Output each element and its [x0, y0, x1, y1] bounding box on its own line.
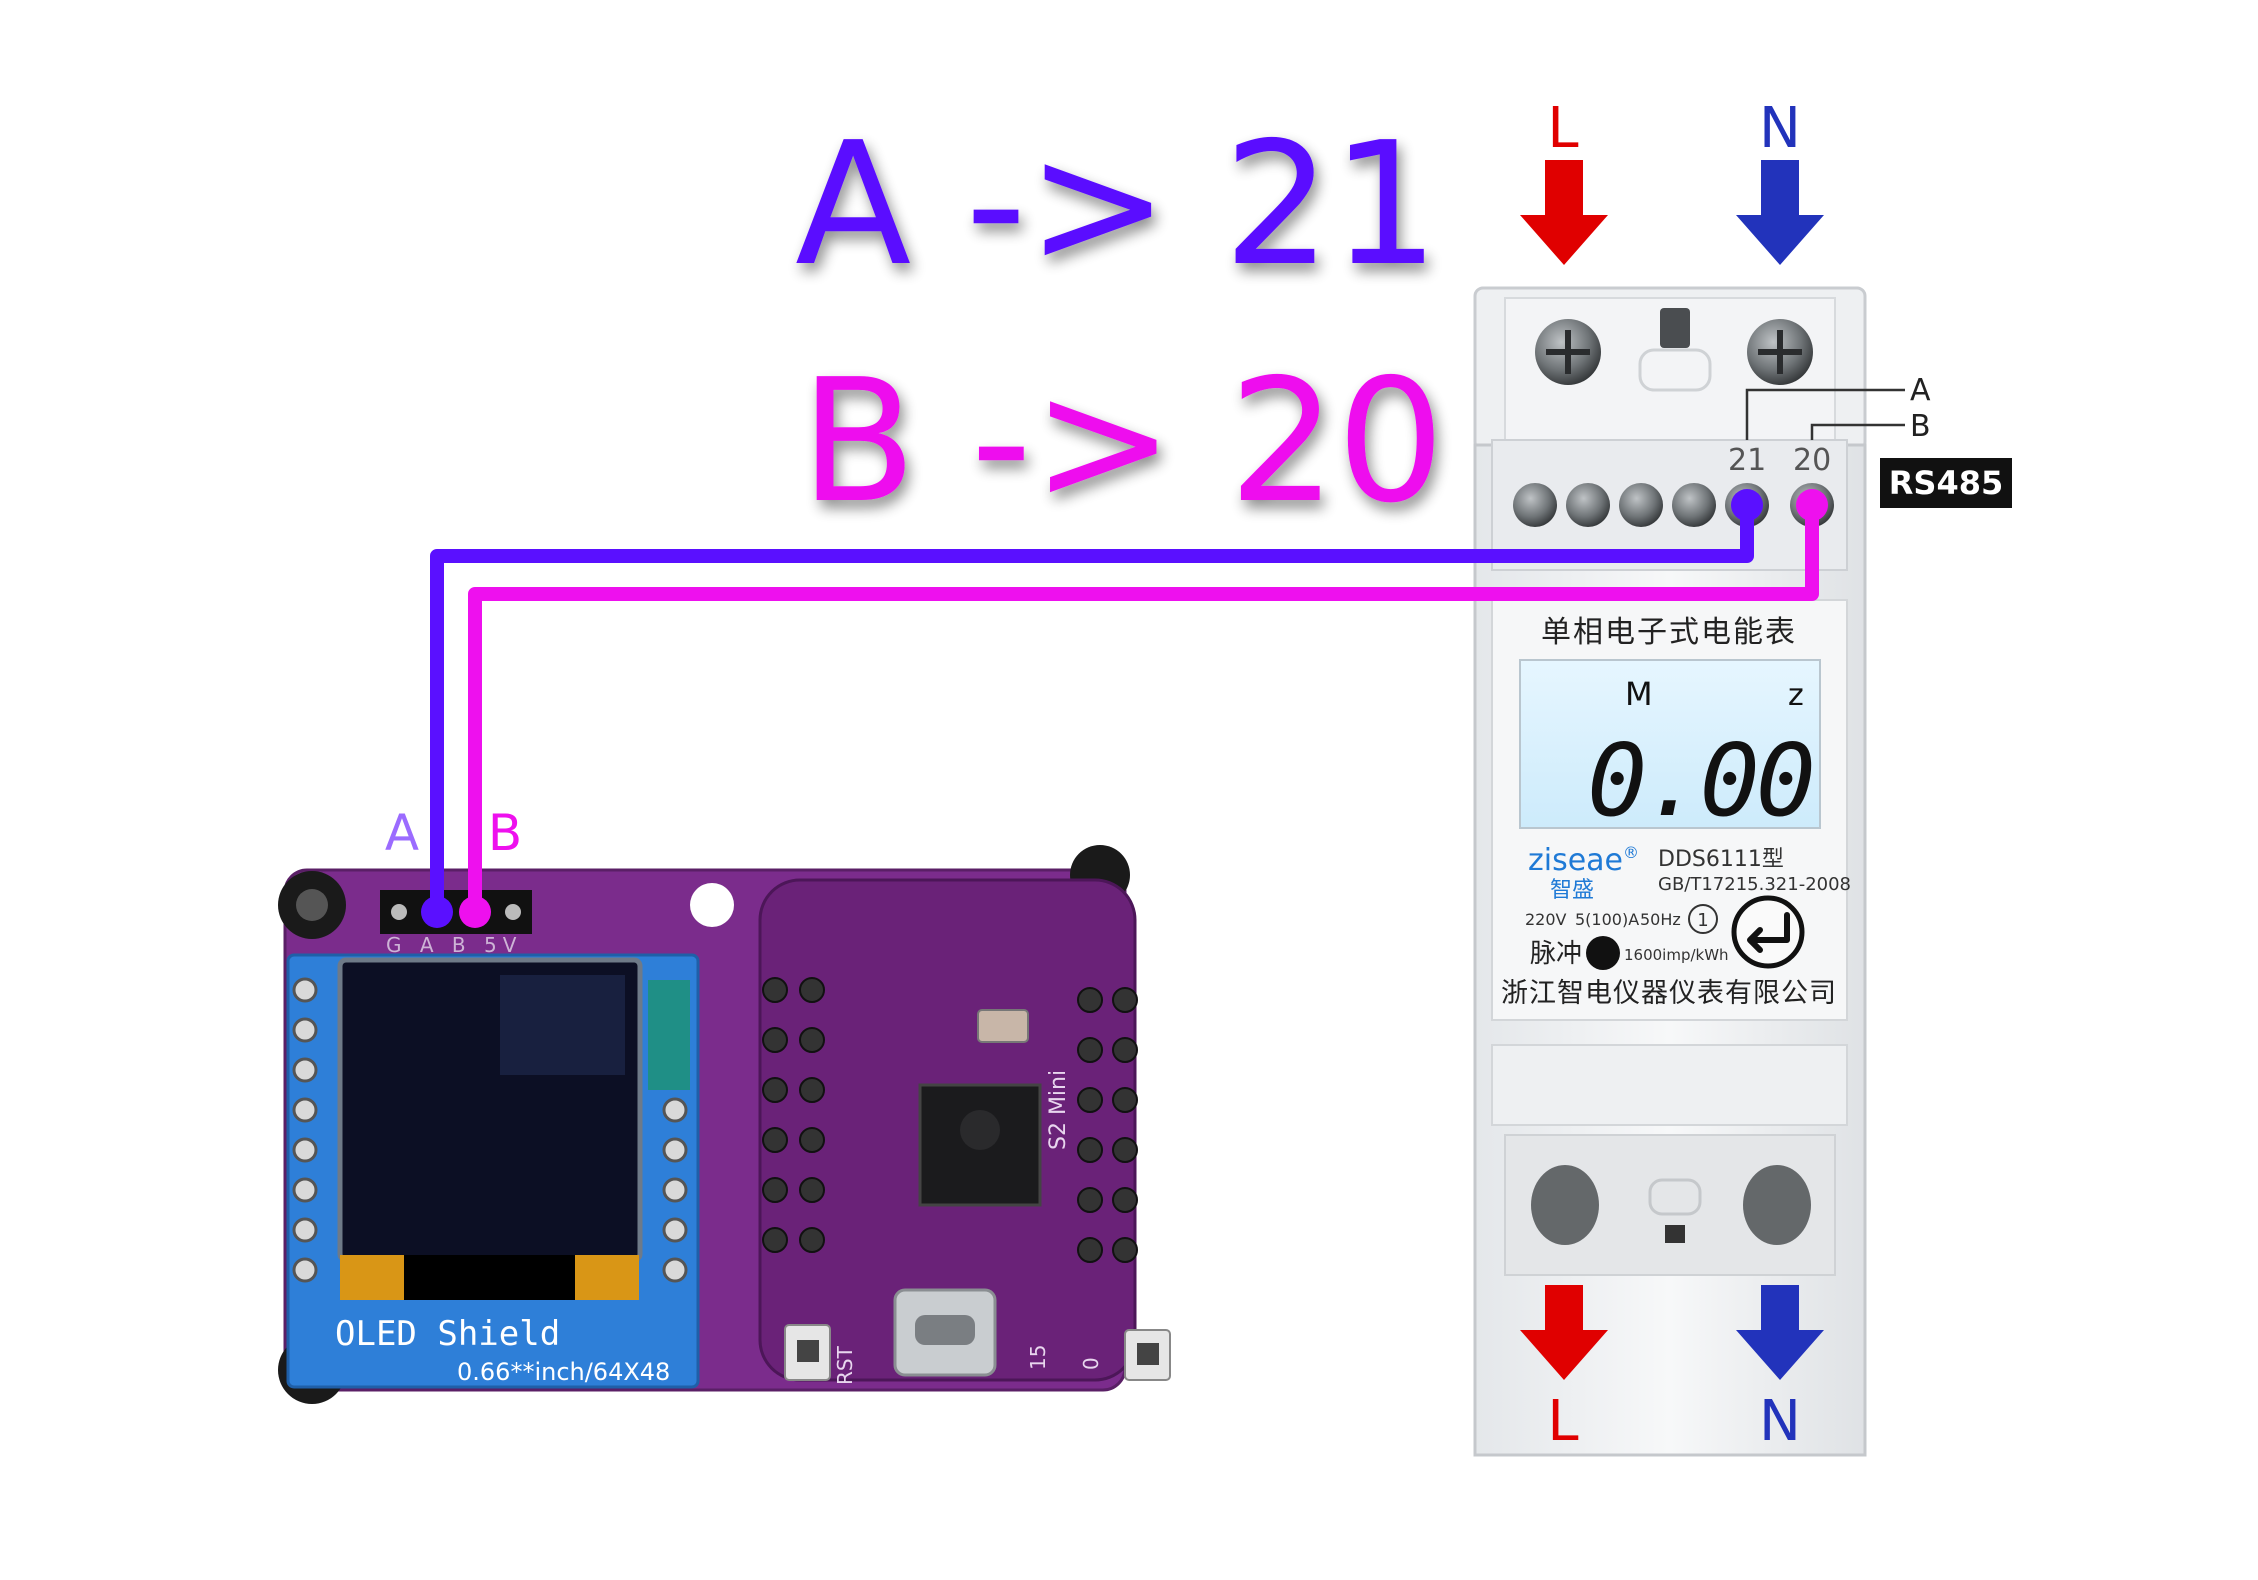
s2-mini-label: S2 Mini: [1046, 1070, 1071, 1150]
s2-pins-left: [762, 977, 825, 1253]
oled-spec: 0.66**inch/64X48: [457, 1358, 670, 1386]
pulse-label: 脉冲: [1530, 939, 1582, 969]
terminal-21-label: 21: [1728, 443, 1766, 478]
lcd-indicator-m: M: [1625, 675, 1653, 713]
bottom-right-terminal: [1743, 1165, 1811, 1245]
rating-frequency: 50Hz: [1640, 910, 1681, 929]
lcd-reading: 0.00: [1587, 722, 1812, 839]
bottom-l-arrow: [1520, 1285, 1608, 1380]
top-seal-slot: [1660, 308, 1690, 348]
pin-labels: G A B 5V: [386, 933, 522, 957]
rs485-badge-text: RS485: [1889, 464, 2003, 502]
oled-side-pins-right: [662, 1097, 688, 1283]
terminal-screw-2: [1566, 483, 1610, 527]
pin-0-label: 0: [1079, 1357, 1103, 1370]
crystal: [977, 1009, 1029, 1043]
terminal-screw-4: [1672, 483, 1716, 527]
rs485-badge: [1880, 458, 2012, 508]
top-n-arrow: [1736, 160, 1824, 265]
lcd-display: [1519, 659, 1821, 829]
mount-hole-1: [690, 883, 734, 927]
oled-title: OLED Shield: [335, 1314, 560, 1354]
wire-a-end-terminal: [1731, 489, 1763, 521]
header-a-label: A: [385, 804, 419, 862]
board-stack: G A B 5V A B OLED Shield 0.66**inch/64X4…: [278, 804, 1171, 1404]
bottom-n-arrow: [1736, 1285, 1824, 1380]
callout-b-label: B: [1910, 409, 1931, 444]
energy-meter: 21 20 A B RS485 单相电子式电能表 M z 0.00 ziseae…: [1473, 286, 2012, 1457]
top-l-arrow: [1520, 160, 1608, 265]
pulse-led: [1586, 936, 1620, 970]
wire-a: [430, 505, 1754, 912]
wire-a-end-header: [421, 896, 453, 928]
callout-a-line: [1745, 388, 1905, 440]
header-b-label: B: [488, 804, 522, 862]
meter-title: 单相电子式电能表: [1541, 615, 1797, 650]
pin-15-label: 15: [1026, 1345, 1050, 1370]
model-label: DDS6111型: [1658, 847, 1784, 872]
terminal-screw-1: [1513, 483, 1557, 527]
wire-b: [468, 505, 1819, 912]
terminal-screw-3: [1619, 483, 1663, 527]
rating-voltage: 220V: [1525, 910, 1567, 929]
bottom-seal-slot: [1665, 1225, 1685, 1243]
rating-current: 5(100)A: [1575, 910, 1639, 929]
s2-pins-right: [1077, 987, 1138, 1263]
brand-name: ziseae®: [1528, 843, 1639, 878]
wire-b-end-header: [459, 896, 491, 928]
pulse-rate: 1600imp/kWh: [1624, 946, 1729, 964]
power-arrows: L N L N: [1520, 96, 1824, 1454]
rst-label: RST: [833, 1345, 857, 1385]
wire-b-end-terminal: [1796, 489, 1828, 521]
lcd-indicator-z: z: [1788, 678, 1804, 713]
brand-cn: 智盛: [1550, 878, 1594, 903]
mapping-title: A -> 21 B -> 20: [795, 106, 1445, 541]
enter-icon: [1747, 912, 1790, 953]
mapping-line-a: A -> 21: [795, 106, 1439, 304]
bottom-n-label: N: [1759, 1389, 1801, 1454]
class-mark-circle: [1688, 904, 1718, 934]
callout-b-line: [1810, 423, 1905, 440]
bottom-left-terminal: [1531, 1165, 1599, 1245]
top-l-label: L: [1547, 96, 1578, 161]
callout-a-label: A: [1910, 373, 1931, 408]
top-n-label: N: [1759, 96, 1801, 161]
oled-flex-tab: [648, 980, 690, 1090]
mapping-line-b: B -> 20: [800, 343, 1445, 541]
wires: [421, 489, 1828, 928]
class-mark: 1: [1697, 910, 1708, 931]
terminal-20-label: 20: [1793, 443, 1831, 478]
bottom-l-label: L: [1547, 1389, 1578, 1454]
oled-side-pins-left: [292, 977, 318, 1283]
manufacturer: 浙江智电仪器仪表有限公司: [1501, 978, 1837, 1009]
meter-enter-button[interactable]: [1731, 895, 1805, 969]
standard-label: GB/T17215.321-2008: [1658, 874, 1851, 895]
